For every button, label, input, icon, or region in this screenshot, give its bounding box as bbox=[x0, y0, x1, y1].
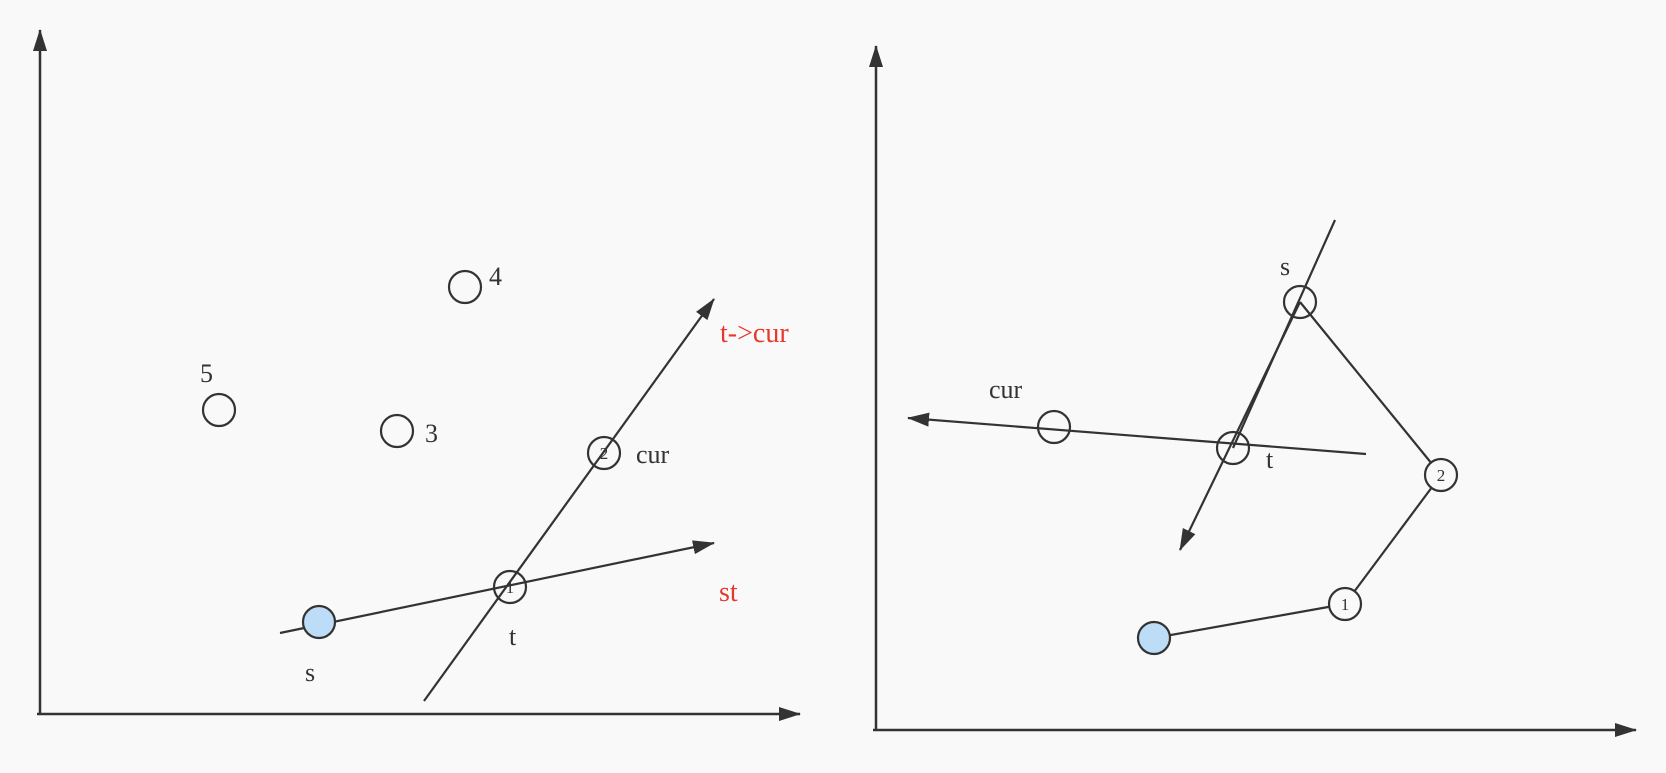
left-label-n3: 3 bbox=[425, 419, 438, 448]
right-diagram: 1 2 s cur t bbox=[869, 45, 1637, 737]
left-label-cur: cur bbox=[636, 440, 670, 469]
left-arrow-t-to-cur bbox=[423, 298, 715, 702]
left-label-st: st bbox=[719, 577, 738, 608]
right-label-t: t bbox=[1266, 445, 1274, 474]
right-node-1-number: 1 bbox=[1341, 595, 1350, 614]
right-node-1 bbox=[1327, 586, 1363, 622]
right-label-s: s bbox=[1280, 252, 1290, 281]
left-node-s bbox=[301, 604, 337, 640]
right-arrow-s-direction bbox=[1179, 301, 1301, 551]
left-label-t-to-cur: t->cur bbox=[720, 318, 789, 349]
left-node-2-number: 2 bbox=[600, 444, 609, 463]
right-node-2-number: 2 bbox=[1437, 466, 1446, 485]
right-label-cur: cur bbox=[989, 375, 1023, 404]
right-edge-1-to-2 bbox=[1344, 474, 1442, 605]
left-label-t: t bbox=[509, 622, 517, 651]
left-label-n4: 4 bbox=[489, 262, 502, 291]
left-node-1-number: 1 bbox=[506, 578, 515, 597]
left-node-1 bbox=[492, 569, 528, 605]
left-node-2 bbox=[586, 435, 622, 471]
left-diagram: 1 2 4 5 3 cur t s t->cur st bbox=[33, 29, 801, 721]
left-node-3 bbox=[379, 413, 415, 449]
right-node-cur bbox=[1036, 409, 1072, 445]
right-arrow-t-to-cur bbox=[907, 412, 1367, 456]
left-node-5 bbox=[201, 392, 237, 428]
right-node-2 bbox=[1423, 457, 1459, 493]
left-label-n5: 5 bbox=[200, 359, 213, 388]
right-edge-start-to-1 bbox=[1153, 602, 1346, 640]
left-arrow-st bbox=[279, 540, 715, 635]
right-node-t bbox=[1215, 430, 1251, 466]
right-node-s bbox=[1282, 284, 1318, 320]
right-edge-2-to-s bbox=[1299, 301, 1442, 476]
left-label-s: s bbox=[305, 658, 315, 687]
right-node-start bbox=[1136, 620, 1172, 656]
left-node-4 bbox=[447, 269, 483, 305]
